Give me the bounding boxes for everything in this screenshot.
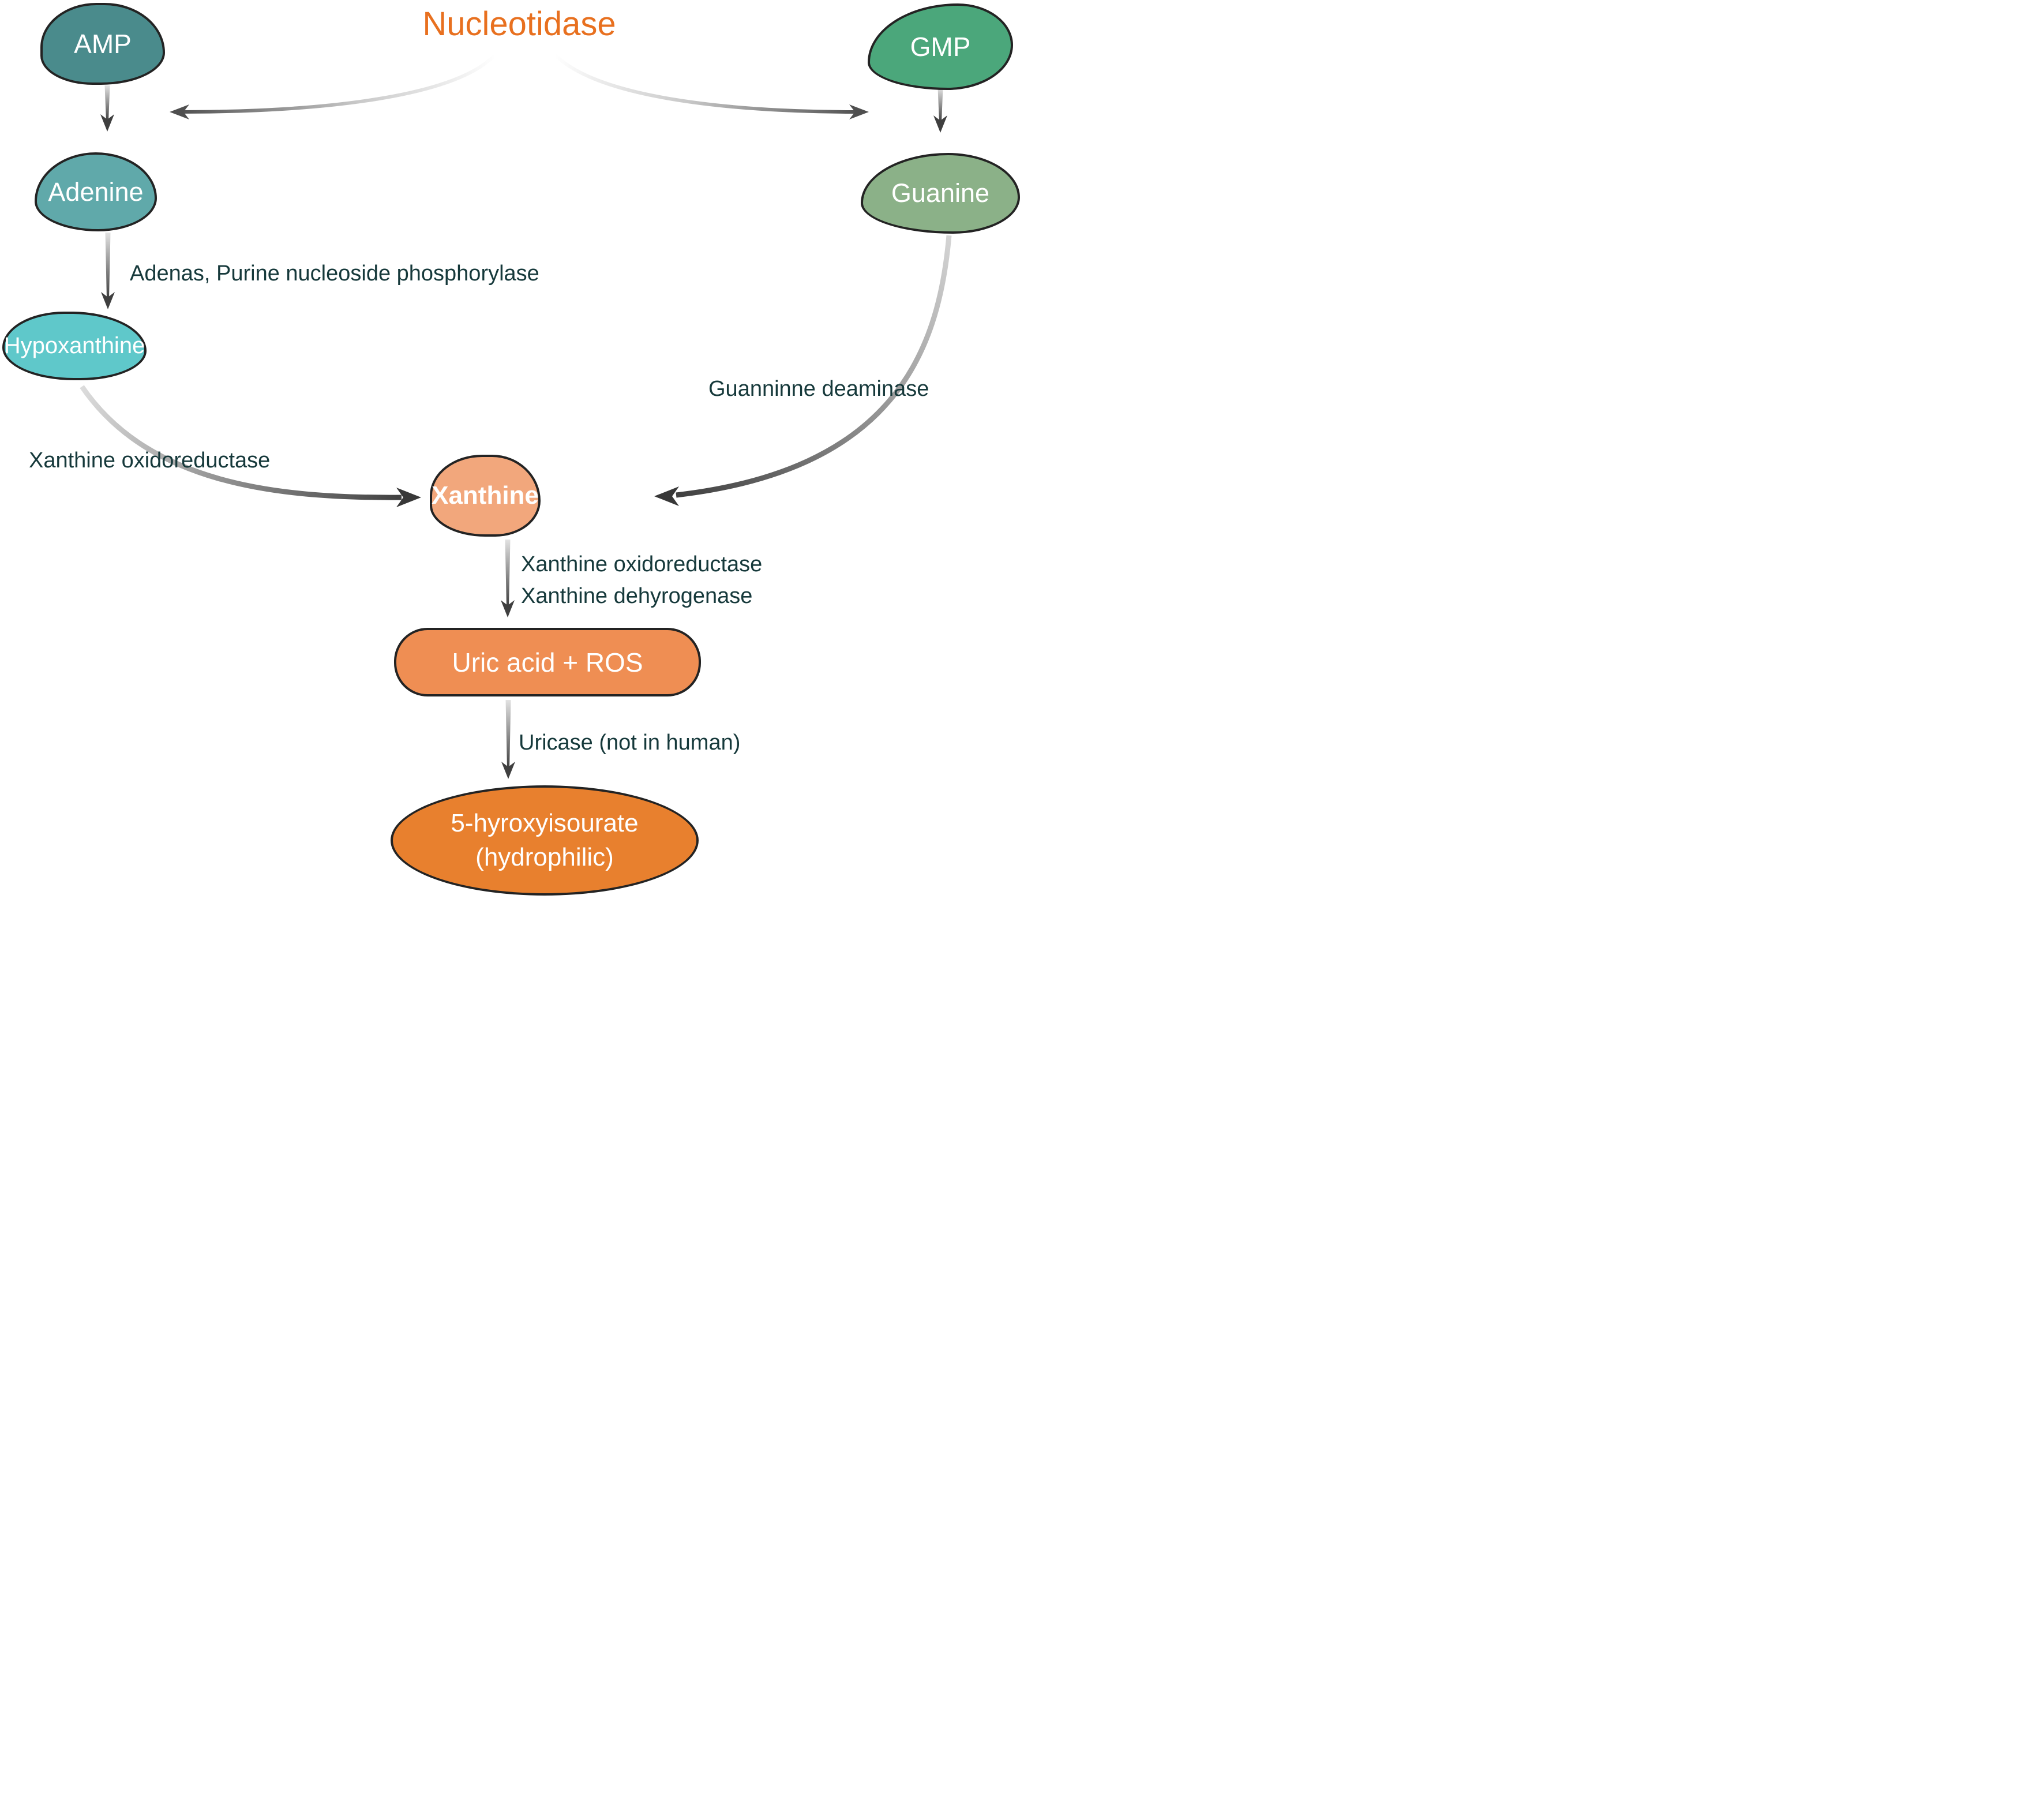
enzyme-label-xanthine-dehydrogenase: Xanthine dehyrogenase: [521, 584, 753, 609]
adenine-to-hypoxanthine-arrow: [101, 233, 115, 309]
arrow-layer: [80, 53, 952, 779]
node-hydroxyisourate-label-line2: (hydrophilic): [475, 842, 614, 871]
node-hypoxanthine: Hypoxanthine: [2, 312, 147, 380]
uric-to-hydroxyisourate-arrow-shaft: [505, 700, 511, 769]
gmp-to-guanine-arrow: [933, 88, 947, 133]
hypoxanthine-to-xanthine-arrow: [80, 385, 421, 507]
node-hypoxanthine-label: Hypoxanthine: [3, 333, 145, 358]
node-adenine: Adenine: [35, 152, 157, 231]
enzyme-label-xanthine-oxidoreductase-left: Xanthine oxidoreductase: [29, 448, 271, 473]
enzyme-label-xanthine-oxidoreductase-block: Xanthine oxidoreductase Xanthine dehyrog…: [521, 549, 762, 612]
guanine-to-xanthine-arrow: [654, 235, 952, 506]
node-gmp-label: GMP: [910, 32, 971, 62]
gmp-to-guanine-arrow-shaft: [937, 88, 943, 122]
node-uric-acid-ros-label: Uric acid + ROS: [452, 647, 643, 677]
pathway-diagram: Nucleotidase AMP GMP Adenine Guanine Hyp…: [0, 0, 1022, 897]
node-guanine: Guanine: [861, 153, 1020, 234]
amp-to-adenine-arrow-shaft: [104, 85, 110, 121]
nucleotidase-to-gmp-arrow: [553, 53, 869, 119]
nucleotidase-to-amp-arrowhead: [170, 104, 189, 119]
node-adenine-label: Adenine: [48, 177, 144, 207]
adenine-to-hypoxanthine-arrowhead: [101, 292, 115, 309]
node-uric-acid-ros: Uric acid + ROS: [394, 628, 701, 696]
enzyme-label-adenas: Adenas, Purine nucleoside phosphorylase: [130, 261, 539, 286]
node-hydroxyisourate: 5-hyroxyisourate (hydrophilic): [391, 785, 699, 896]
xanthine-to-uric-arrow-shaft: [505, 540, 511, 607]
nucleotidase-to-amp-arrow-shaft: [178, 53, 497, 114]
nucleotidase-to-amp-arrow: [170, 53, 497, 119]
xanthine-to-uric-arrowhead: [501, 600, 515, 617]
adenine-to-hypoxanthine-arrow-shaft: [105, 233, 111, 299]
page-title: Nucleotidase: [422, 5, 616, 43]
gmp-to-guanine-arrowhead: [933, 115, 947, 133]
hypoxanthine-to-xanthine-arrow-shaft: [80, 385, 402, 500]
guanine-to-xanthine-arrowhead: [654, 486, 679, 506]
node-xanthine: Xanthine: [430, 455, 541, 537]
node-guanine-label: Guanine: [891, 178, 990, 208]
node-hydroxyisourate-label-line1: 5-hyroxyisourate: [451, 809, 639, 838]
nucleotidase-to-gmp-arrowhead: [849, 104, 869, 119]
enzyme-label-guanine-deaminase: Guanninne deaminase: [708, 377, 929, 401]
node-amp-label: AMP: [74, 29, 132, 59]
amp-to-adenine-arrowhead: [100, 114, 114, 132]
guanine-to-xanthine-arrow-shaft: [676, 235, 952, 498]
node-xanthine-label: Xanthine: [432, 481, 539, 510]
amp-to-adenine-arrow: [100, 85, 114, 132]
node-amp: AMP: [40, 3, 165, 85]
enzyme-label-uricase: Uricase (not in human): [519, 731, 741, 755]
enzyme-label-xanthine-oxidoreductase: Xanthine oxidoreductase: [521, 552, 763, 576]
hypoxanthine-to-xanthine-arrowhead: [396, 488, 421, 507]
xanthine-to-uric-arrow: [501, 540, 515, 617]
nucleotidase-to-gmp-arrow-shaft: [553, 53, 860, 114]
uric-to-hydroxyisourate-arrow: [501, 700, 515, 779]
uric-to-hydroxyisourate-arrowhead: [501, 762, 515, 779]
